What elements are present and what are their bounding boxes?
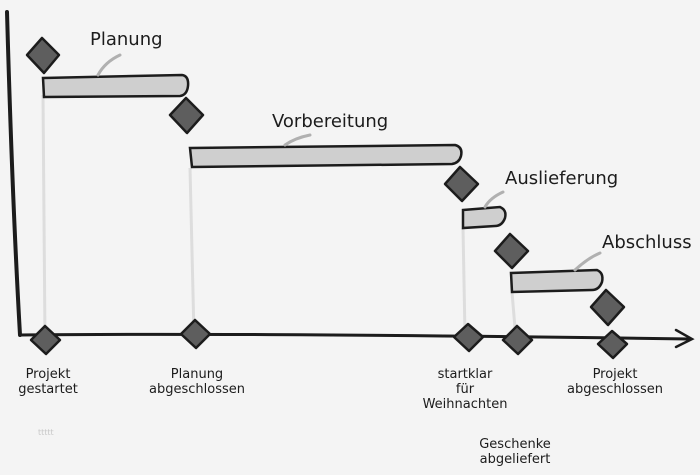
label-line: abgeschlossen bbox=[149, 382, 245, 397]
milestone-diamond-startklar bbox=[452, 322, 485, 353]
label-line: abgeliefert bbox=[479, 452, 551, 467]
milestone-label-projekt-gestartet: Projekt gestartet bbox=[12, 367, 84, 397]
phase-bars bbox=[41, 73, 604, 294]
label-line: abgeschlossen bbox=[567, 382, 663, 397]
label-line: startklar bbox=[437, 367, 493, 382]
x-axis bbox=[18, 332, 692, 341]
diamond-vorbereitung-end bbox=[443, 165, 480, 203]
y-axis bbox=[5, 10, 22, 337]
diamond-auslieferung-end bbox=[493, 232, 530, 270]
diamond-planung-start bbox=[25, 36, 61, 75]
milestone-diamond-projekt-abgeschlossen bbox=[596, 329, 629, 360]
x-axis-arrowhead bbox=[674, 328, 695, 349]
milestone-label-projekt-abgeschlossen: Projekt abgeschlossen bbox=[560, 367, 670, 397]
phase-label-planung: Planung bbox=[90, 29, 163, 50]
label-line: Projekt bbox=[592, 367, 638, 382]
diamond-abschluss-end bbox=[589, 288, 626, 327]
phase-label-auslieferung: Auslieferung bbox=[505, 168, 619, 189]
watermark: ttttt bbox=[38, 428, 54, 437]
milestone-diamond-geschenke-abgeliefert bbox=[501, 324, 534, 356]
bar-auslieferung bbox=[461, 205, 507, 230]
phase-leaders bbox=[96, 53, 602, 272]
diamond-planung-end bbox=[168, 96, 205, 135]
phase-label-vorbereitung: Vorbereitung bbox=[272, 111, 389, 132]
bar-abschluss bbox=[509, 268, 604, 294]
bar-vorbereitung bbox=[188, 143, 463, 169]
milestone-label-geschenke-abgeliefert: Geschenke abgeliefert bbox=[470, 437, 560, 467]
milestone-label-startklar: startklar für Weihnachten bbox=[420, 367, 510, 412]
milestone-diamond-projekt-gestartet bbox=[29, 324, 62, 356]
label-line: Projekt bbox=[25, 367, 71, 382]
label-line: Planung bbox=[170, 367, 224, 382]
label-line: Weihnachten bbox=[422, 397, 508, 412]
phase-label-abschluss: Abschluss bbox=[602, 232, 692, 253]
bar-planung bbox=[41, 73, 190, 99]
label-line: Geschenke bbox=[479, 437, 551, 452]
milestone-label-planung-abgeschlossen: Planung abgeschlossen bbox=[142, 367, 252, 397]
milestone-diamond-planung-abgeschlossen bbox=[179, 318, 212, 350]
label-line: gestartet bbox=[18, 382, 78, 397]
label-line: für bbox=[455, 382, 475, 397]
